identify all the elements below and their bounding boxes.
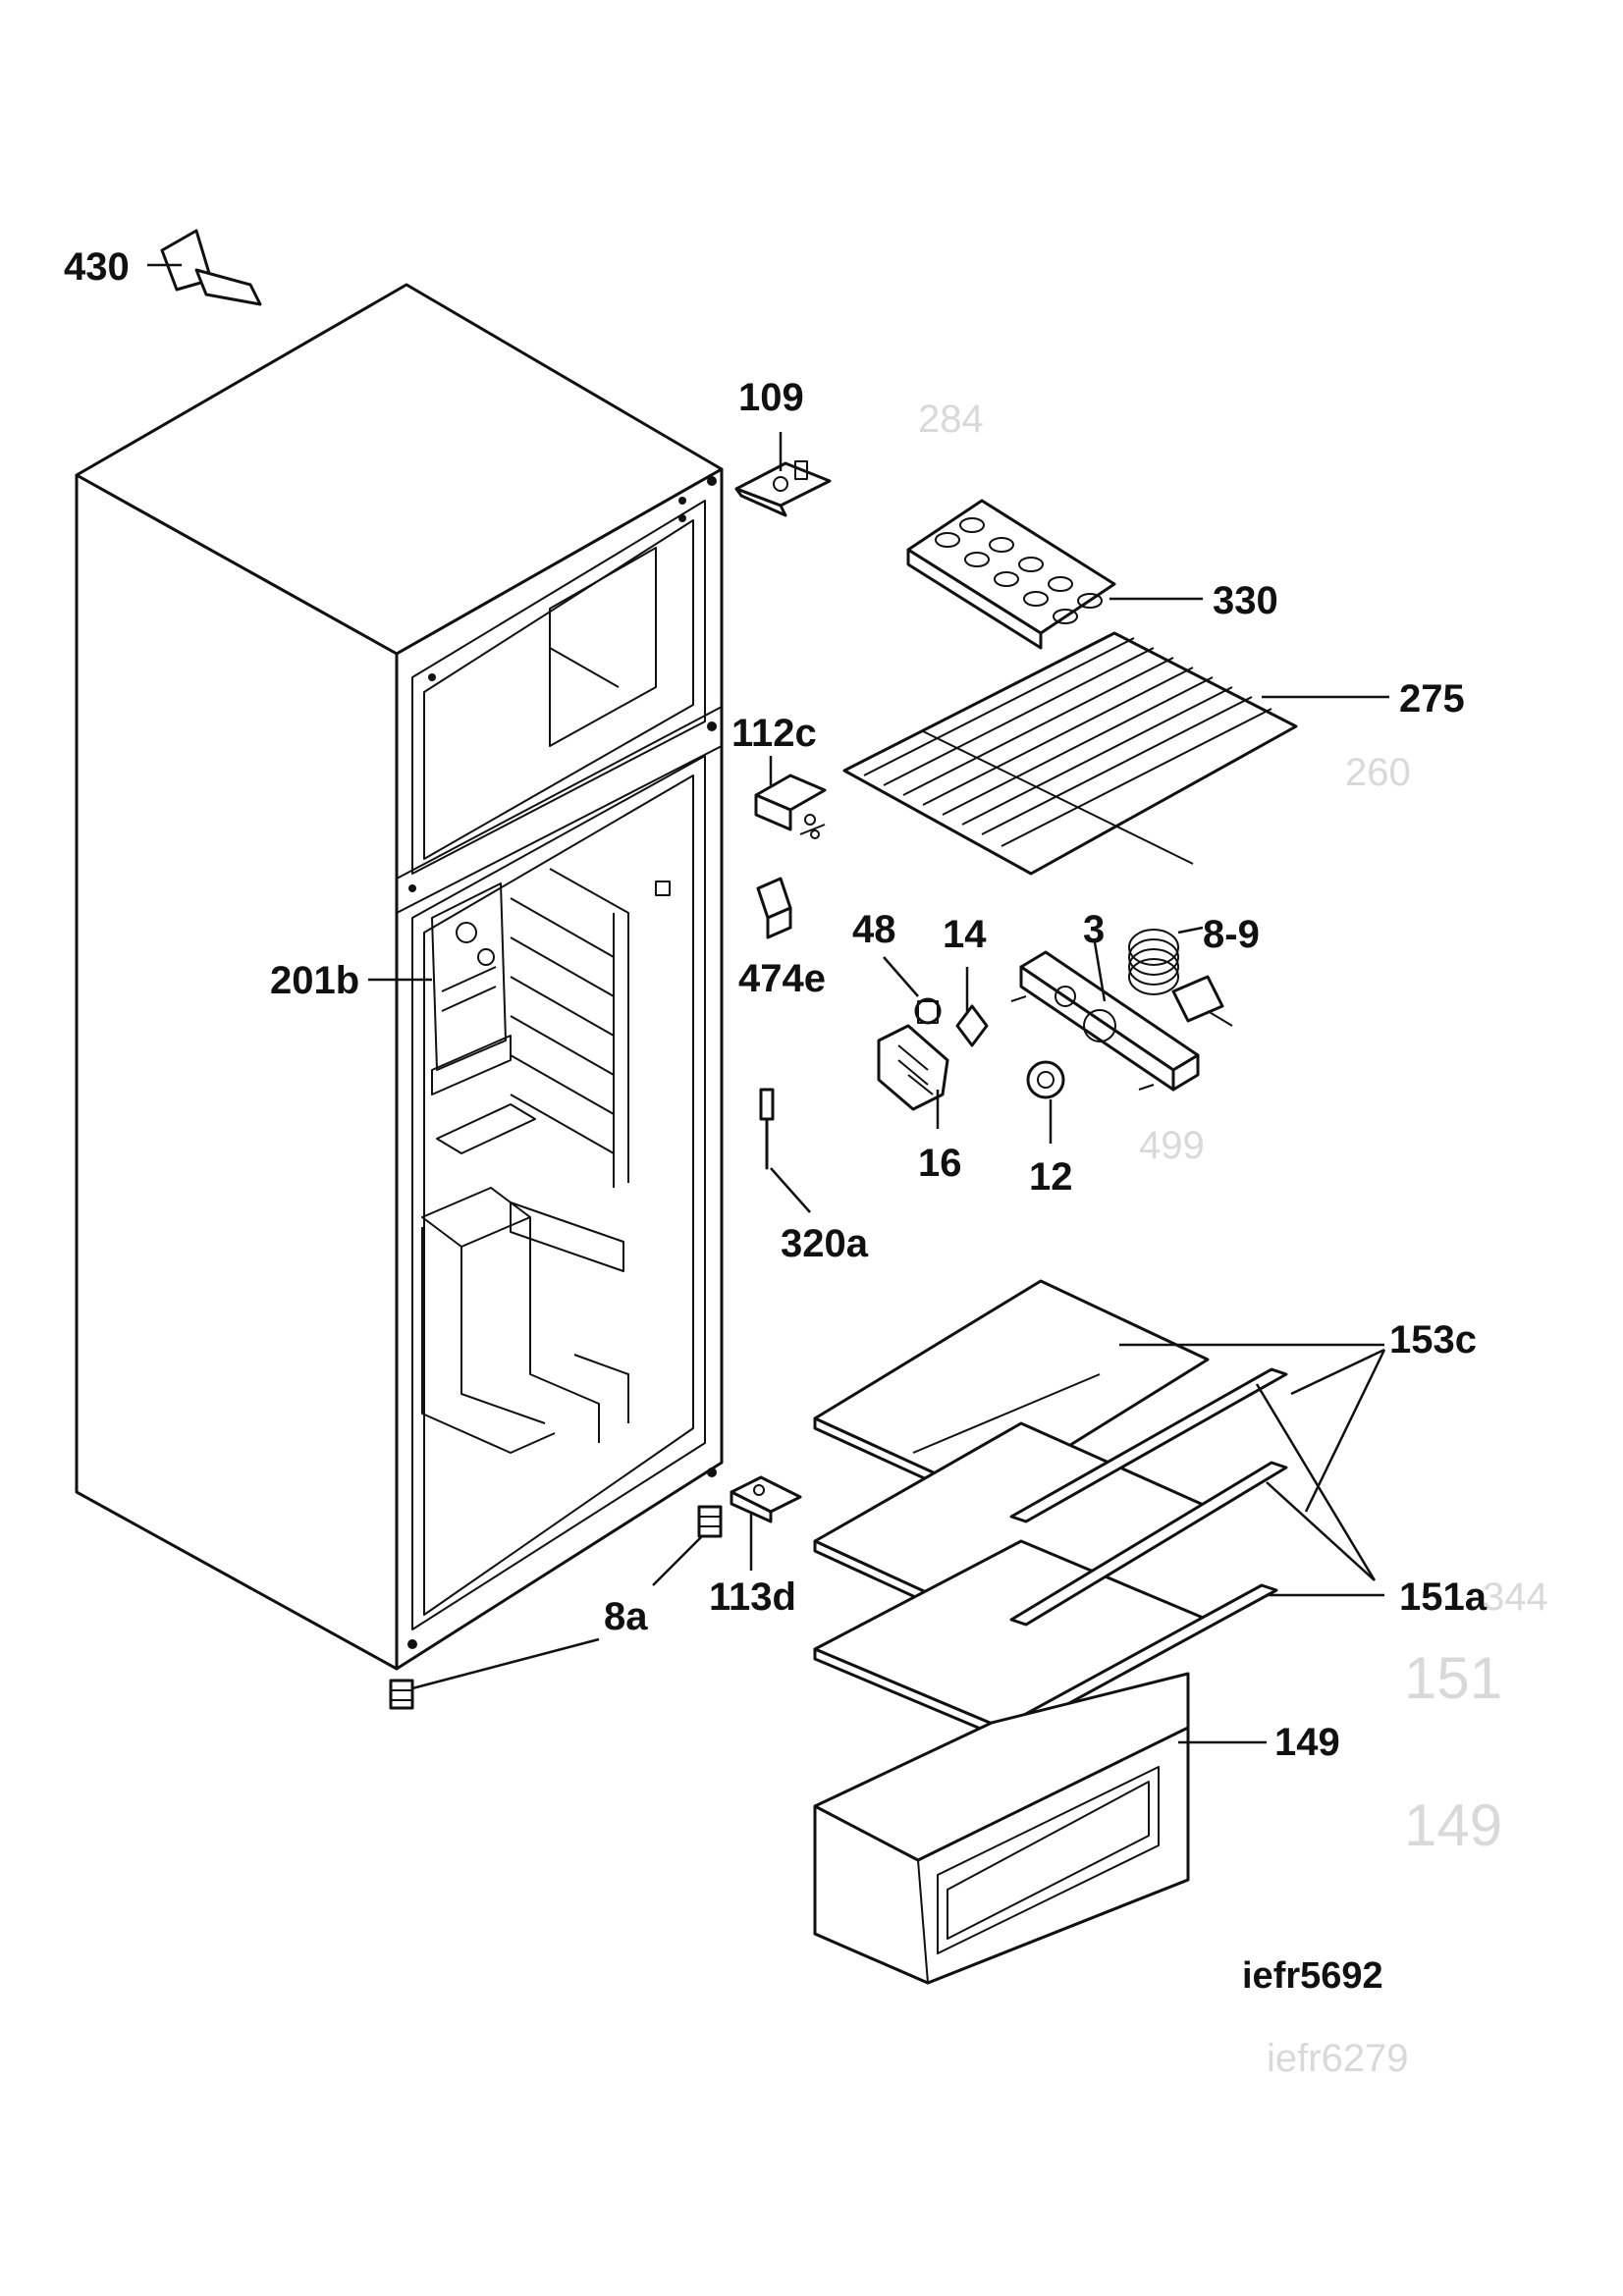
label-3: 3: [1083, 908, 1105, 951]
ghost-label: 149: [1404, 1792, 1502, 1858]
part-113d-bottom-hinge: [730, 1475, 802, 1571]
part-labels: 430 109 330 275 112c 474e 48 14 3 8-9 20…: [64, 245, 1488, 1997]
part-112c-middle-hinge: [754, 756, 827, 839]
label-149: 149: [1274, 1721, 1340, 1764]
label-48: 48: [852, 908, 896, 951]
ghost-label: 151: [1404, 1645, 1502, 1711]
ghost-label: iefr6279: [1267, 2037, 1409, 2080]
diagram-reference-code: iefr5692: [1242, 1955, 1383, 1997]
part-8a-adjustable-feet: [389, 1505, 723, 1710]
label-16: 16: [918, 1142, 962, 1185]
label-320a: 320a: [781, 1222, 869, 1265]
part-48-lamp: [883, 956, 942, 1025]
label-14: 14: [943, 913, 987, 956]
label-113d: 113d: [709, 1575, 796, 1619]
thermostat-housing: [431, 882, 512, 1095]
label-112c: 112c: [731, 712, 817, 755]
label-8-9: 8-9: [1203, 913, 1260, 956]
part-149-crisper-drawer: [813, 1672, 1267, 1985]
part-14-lamp-holder: [955, 967, 989, 1047]
label-201b: 201b: [270, 959, 359, 1002]
part-151a-shelf-trims: [990, 1367, 1384, 1739]
part-330-ice-tray: [906, 499, 1203, 650]
part-474e-switch: [756, 877, 792, 939]
part-153c-glass-shelves: [813, 1279, 1386, 1739]
part-12-knob: [1026, 1060, 1065, 1144]
part-320a-sensor: [759, 1088, 811, 1213]
label-151a: 151a: [1399, 1575, 1488, 1619]
ghost-label: 344: [1483, 1575, 1548, 1619]
part-16-lamp-cover: [877, 1024, 949, 1129]
part-109-top-hinge: [734, 432, 832, 517]
part-430-ice-scraper: [147, 229, 262, 306]
ghost-label: 499: [1139, 1124, 1205, 1167]
label-275: 275: [1399, 677, 1465, 721]
ghost-label: 260: [1345, 751, 1411, 794]
ghost-label: 284: [918, 398, 984, 441]
label-153c: 153c: [1389, 1318, 1477, 1362]
label-109: 109: [738, 376, 804, 419]
label-12: 12: [1029, 1155, 1073, 1199]
part-8-9-thermostat: [1128, 926, 1233, 1027]
label-474e: 474e: [738, 957, 826, 1000]
label-330: 330: [1213, 579, 1278, 622]
part-275-wire-shelf: [842, 631, 1389, 876]
frame-screw-holes: [407, 476, 717, 1649]
cabinet-shelf-ribs: [510, 868, 629, 1188]
label-430: 430: [64, 245, 130, 289]
label-8a: 8a: [604, 1595, 648, 1638]
crisper-cover: [421, 1103, 629, 1454]
part-3-thermostat-bracket: [1010, 941, 1200, 1092]
fridge-cabinet: [75, 283, 724, 1671]
